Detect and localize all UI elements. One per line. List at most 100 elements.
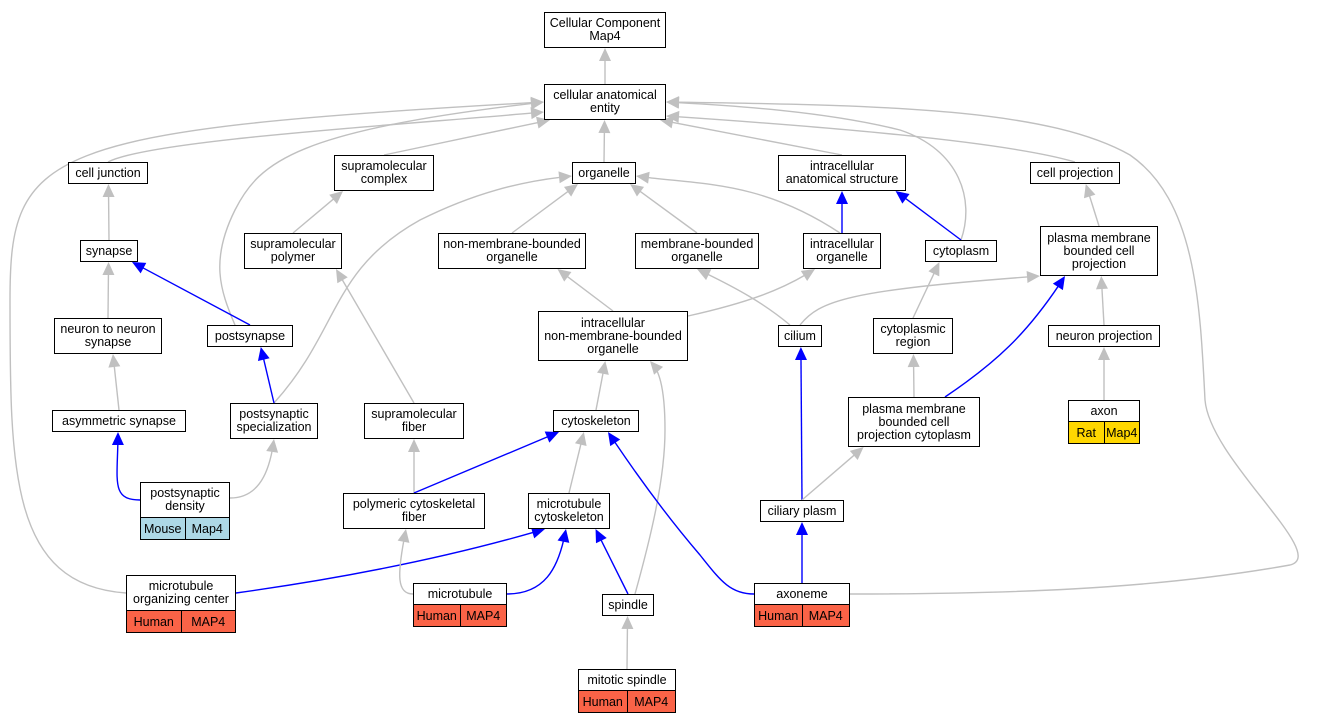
term-node-pmbcpc[interactable]: plasma membrane bounded cell projection … — [848, 397, 980, 447]
edge-arrowhead — [257, 347, 270, 362]
term-node-ias[interactable]: intracellular anatomical structure — [778, 155, 906, 191]
edge-pmbcpc-to-cr — [912, 353, 915, 398]
edge-syn-to-cj — [107, 183, 110, 241]
edge-pcf-to-cysk — [413, 431, 560, 494]
edge-np-to-pmbcp — [1100, 275, 1105, 326]
edge-arrowhead — [650, 361, 664, 375]
term-node-mtc[interactable]: microtubule cytoskeleton — [528, 493, 610, 529]
term-node-cr[interactable]: cytoplasmic region — [873, 318, 953, 354]
term-node-root[interactable]: Cellular Component Map4 — [544, 12, 666, 48]
edge-arrowhead — [907, 354, 920, 368]
edge-arrowhead — [266, 439, 279, 453]
edge-arrowhead — [1083, 184, 1096, 199]
term-node-mspin[interactable]: mitotic spindle — [578, 669, 676, 691]
edge-smp-to-smc — [292, 190, 344, 234]
term-node-mt[interactable]: microtubule — [413, 583, 507, 605]
edge-cyto-to-ias — [895, 190, 962, 241]
edge-arrowhead — [895, 191, 910, 204]
edge-arrowhead — [558, 171, 572, 184]
edge-inmbo-to-io — [687, 268, 816, 317]
term-node-n2n[interactable]: neuron to neuron synapse — [54, 318, 162, 354]
term-node-pmbcp[interactable]: plasma membrane bounded cell projection — [1040, 226, 1158, 276]
edge-arrowhead — [1095, 276, 1108, 290]
edge-axo-to-cae — [665, 101, 1299, 595]
edge-org-to-cae — [603, 119, 606, 163]
edge-cr-to-cyto — [912, 261, 941, 319]
edge-arrowhead — [666, 96, 680, 109]
term-node-mtoc[interactable]: microtubule organizing center — [126, 575, 236, 611]
term-node-axon[interactable]: axon — [1068, 400, 1140, 422]
term-node-psd[interactable]: postsynaptic density — [140, 482, 230, 518]
edge-mtc-to-cysk — [568, 431, 585, 494]
edge-arrowhead — [928, 262, 940, 277]
annotation-cell: MAP4 — [626, 691, 675, 712]
annotation-cell: Human — [579, 691, 627, 712]
term-node-cj[interactable]: cell junction — [68, 162, 148, 184]
edge-psd-to-asym — [116, 431, 141, 501]
term-node-ps[interactable]: postsynaptic specialization — [230, 403, 318, 439]
annotation-cell: Mouse — [141, 518, 185, 539]
edge-smc-to-cae — [383, 119, 551, 156]
term-node-syn[interactable]: synapse — [80, 240, 138, 262]
edge-cil-to-pmbcp — [799, 275, 1041, 326]
edge-arrowhead — [111, 432, 124, 446]
edge-arrowhead — [574, 432, 587, 447]
edge-n2n-to-syn — [107, 261, 110, 319]
edge-post-to-syn — [131, 261, 251, 326]
term-node-pcf[interactable]: polymeric cytoskeletal fiber — [343, 493, 485, 529]
term-node-smp[interactable]: supramolecular polymer — [244, 233, 342, 269]
edge-arrowhead — [1026, 270, 1040, 283]
term-node-nmbo[interactable]: non-membrane-bounded organelle — [438, 233, 586, 269]
term-node-spin[interactable]: spindle — [602, 594, 654, 616]
term-node-org[interactable]: organelle — [572, 162, 636, 184]
edge-cj-to-cae — [107, 111, 545, 163]
edge-mbo-to-org — [629, 183, 698, 234]
edge-cysk-to-inmbo — [595, 360, 607, 411]
edge-arrowhead — [836, 191, 848, 204]
edge-arrowhead — [794, 347, 807, 361]
term-node-inmbo[interactable]: intracellular non-membrane-bounded organ… — [538, 311, 688, 361]
edge-arrowhead — [608, 432, 621, 447]
edge-cil-to-mbo — [696, 268, 791, 326]
edge-arrowhead — [597, 361, 609, 375]
edge-arrowhead — [621, 616, 634, 630]
term-node-cp[interactable]: cell projection — [1030, 162, 1120, 184]
term-node-cysk[interactable]: cytoskeleton — [553, 410, 639, 432]
edge-arrowhead — [697, 269, 712, 281]
term-node-asym[interactable]: asymmetric synapse — [52, 410, 186, 432]
edge-arrowhead — [557, 529, 570, 543]
edge-pmbcpc-to-pmbcp — [944, 275, 1066, 398]
edge-arrowhead — [595, 529, 607, 544]
edge-cpl-to-pmbcpc — [801, 446, 865, 501]
annotation-cell: Human — [755, 605, 802, 626]
term-node-smc[interactable]: supramolecular complex — [334, 155, 434, 191]
edge-cp-to-cae — [665, 115, 1076, 163]
edge-cpl-to-cil — [800, 346, 803, 501]
term-node-cae[interactable]: cellular anatomical entity — [544, 84, 666, 120]
edge-psd-to-ps — [229, 438, 275, 499]
annotation-cell: Rat — [1069, 422, 1104, 443]
edge-arrowhead — [329, 191, 344, 204]
edge-arrowhead — [636, 171, 650, 184]
edge-arrowhead — [408, 439, 420, 452]
term-node-post[interactable]: postsynapse — [207, 325, 293, 347]
edge-arrowhead — [800, 269, 815, 281]
edge-arrowhead — [530, 107, 544, 120]
term-node-smf[interactable]: supramolecular fiber — [364, 403, 464, 439]
edge-mt-to-mtc — [506, 528, 567, 595]
edge-mtoc-to-mtc — [235, 528, 546, 594]
term-node-io[interactable]: intracellular organelle — [803, 233, 881, 269]
term-node-np[interactable]: neuron projection — [1048, 325, 1160, 347]
edge-arrowhead — [563, 184, 578, 197]
term-node-axo[interactable]: axoneme — [754, 583, 850, 605]
term-node-mbo[interactable]: membrane-bounded organelle — [635, 233, 759, 269]
edge-arrowhead — [796, 522, 808, 535]
edge-pmbcp-to-cp — [1085, 183, 1100, 227]
term-node-cpl[interactable]: ciliary plasm — [760, 500, 844, 522]
term-node-cil[interactable]: cilium — [778, 325, 822, 347]
term-node-cyto[interactable]: cytoplasm — [925, 240, 997, 262]
annotation-cell: Human — [127, 611, 181, 632]
edge-arrowhead — [102, 184, 115, 198]
